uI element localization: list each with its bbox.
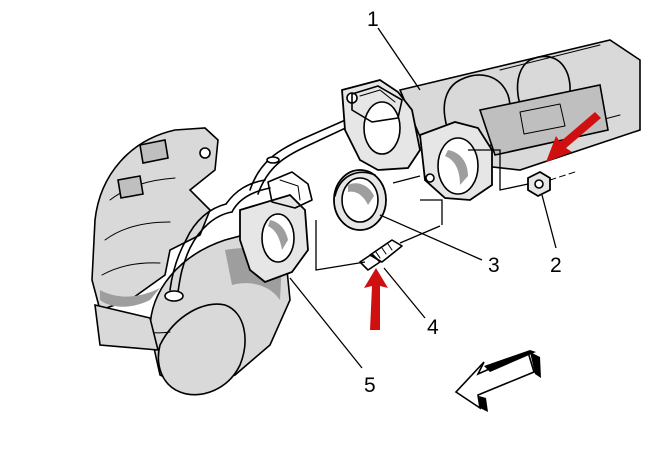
gasket-seal — [333, 169, 387, 231]
callout-4: 4 — [427, 316, 439, 339]
direction-arrow-icon — [454, 350, 541, 412]
callout-2: 2 — [550, 254, 562, 277]
pipe-flange-right — [419, 121, 493, 201]
stud-bolt — [359, 239, 403, 271]
front-pipe-flange — [239, 193, 309, 284]
upper-flange — [341, 79, 421, 171]
oxygen-sensor — [164, 171, 313, 302]
nut — [527, 170, 576, 198]
sensor-wire — [249, 117, 353, 195]
assembly-lines — [315, 149, 529, 271]
callout-1: 1 — [367, 8, 379, 31]
callout-3: 3 — [488, 254, 500, 277]
exhaust-manifold — [91, 127, 219, 312]
callout-5: 5 — [364, 374, 376, 397]
red-indicator-arrow-icon — [364, 268, 388, 330]
red-indicator-arrow-icon — [546, 112, 601, 162]
leader-lines — [289, 27, 557, 369]
